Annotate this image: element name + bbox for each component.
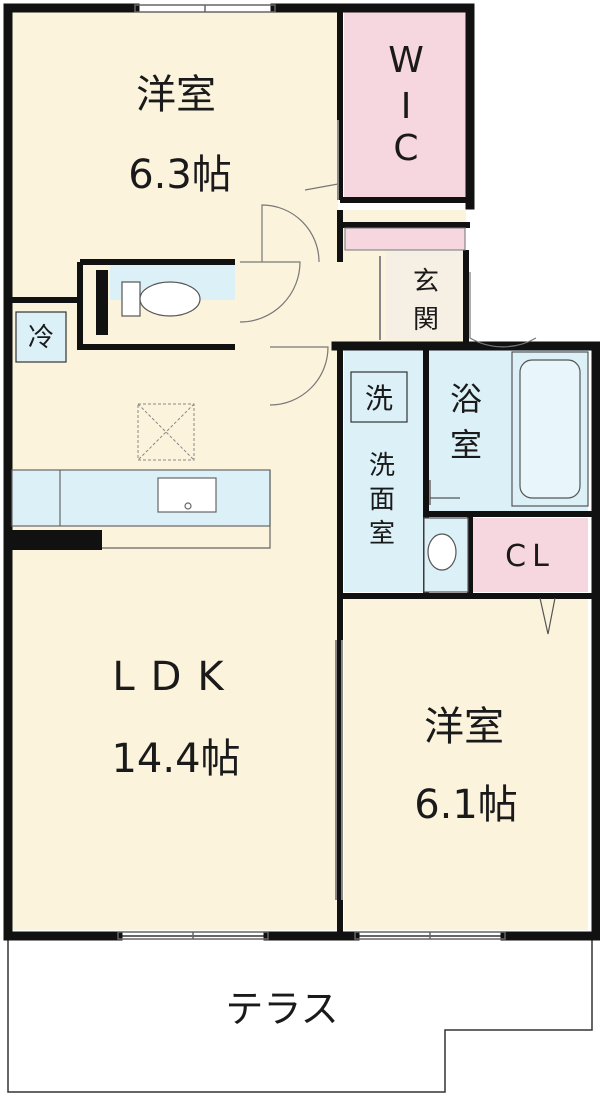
western-room-1-size: 6.3帖: [128, 152, 232, 198]
western-room-2-floor: [344, 598, 588, 930]
closet-floor: [472, 518, 588, 592]
inner-walls: [12, 12, 592, 932]
kitchen-counter: [11, 469, 271, 550]
bathroom-label-2: 室: [450, 426, 482, 464]
closet-door-marker: [539, 597, 556, 635]
fridge-label: 冷: [28, 323, 54, 353]
ceiling-vent: [137, 403, 195, 461]
washer-box: [350, 371, 408, 423]
entrance-label-2: 関: [413, 305, 439, 335]
wash-basin: [423, 517, 469, 593]
entrance-floor: [386, 250, 466, 340]
western-room-2-name: 洋室: [424, 704, 504, 750]
toilet-fixture: [96, 270, 201, 335]
wic-floor: [344, 12, 466, 202]
western-room-1-name: 洋室: [136, 72, 216, 118]
bathtub: [430, 351, 589, 507]
ldk-size: 14.4帖: [111, 736, 240, 782]
western-room-2-size: 6.1帖: [414, 782, 518, 828]
fridge-box: [15, 311, 67, 363]
closet-label: CL: [505, 539, 555, 574]
washroom-label-2: 面: [369, 485, 395, 515]
wic-label-i: I: [401, 86, 412, 127]
door-swings: [239, 183, 537, 406]
terrace-label: テラス: [225, 987, 338, 1031]
washroom-label-1: 洗: [369, 451, 395, 481]
bathroom-label-1: 浴: [450, 380, 482, 418]
windows: [117, 4, 506, 940]
wic-label-w: W: [388, 40, 424, 81]
washroom-label-3: 室: [369, 519, 395, 549]
outer-walls: [3, 3, 600, 941]
washer-label: 洗: [365, 382, 393, 415]
wic-label-c: C: [393, 128, 418, 169]
ldk-floor: [12, 300, 338, 930]
entrance-step: [344, 227, 466, 251]
ldk-name: LDK: [112, 654, 239, 700]
entrance-label-1: 玄: [413, 267, 439, 297]
